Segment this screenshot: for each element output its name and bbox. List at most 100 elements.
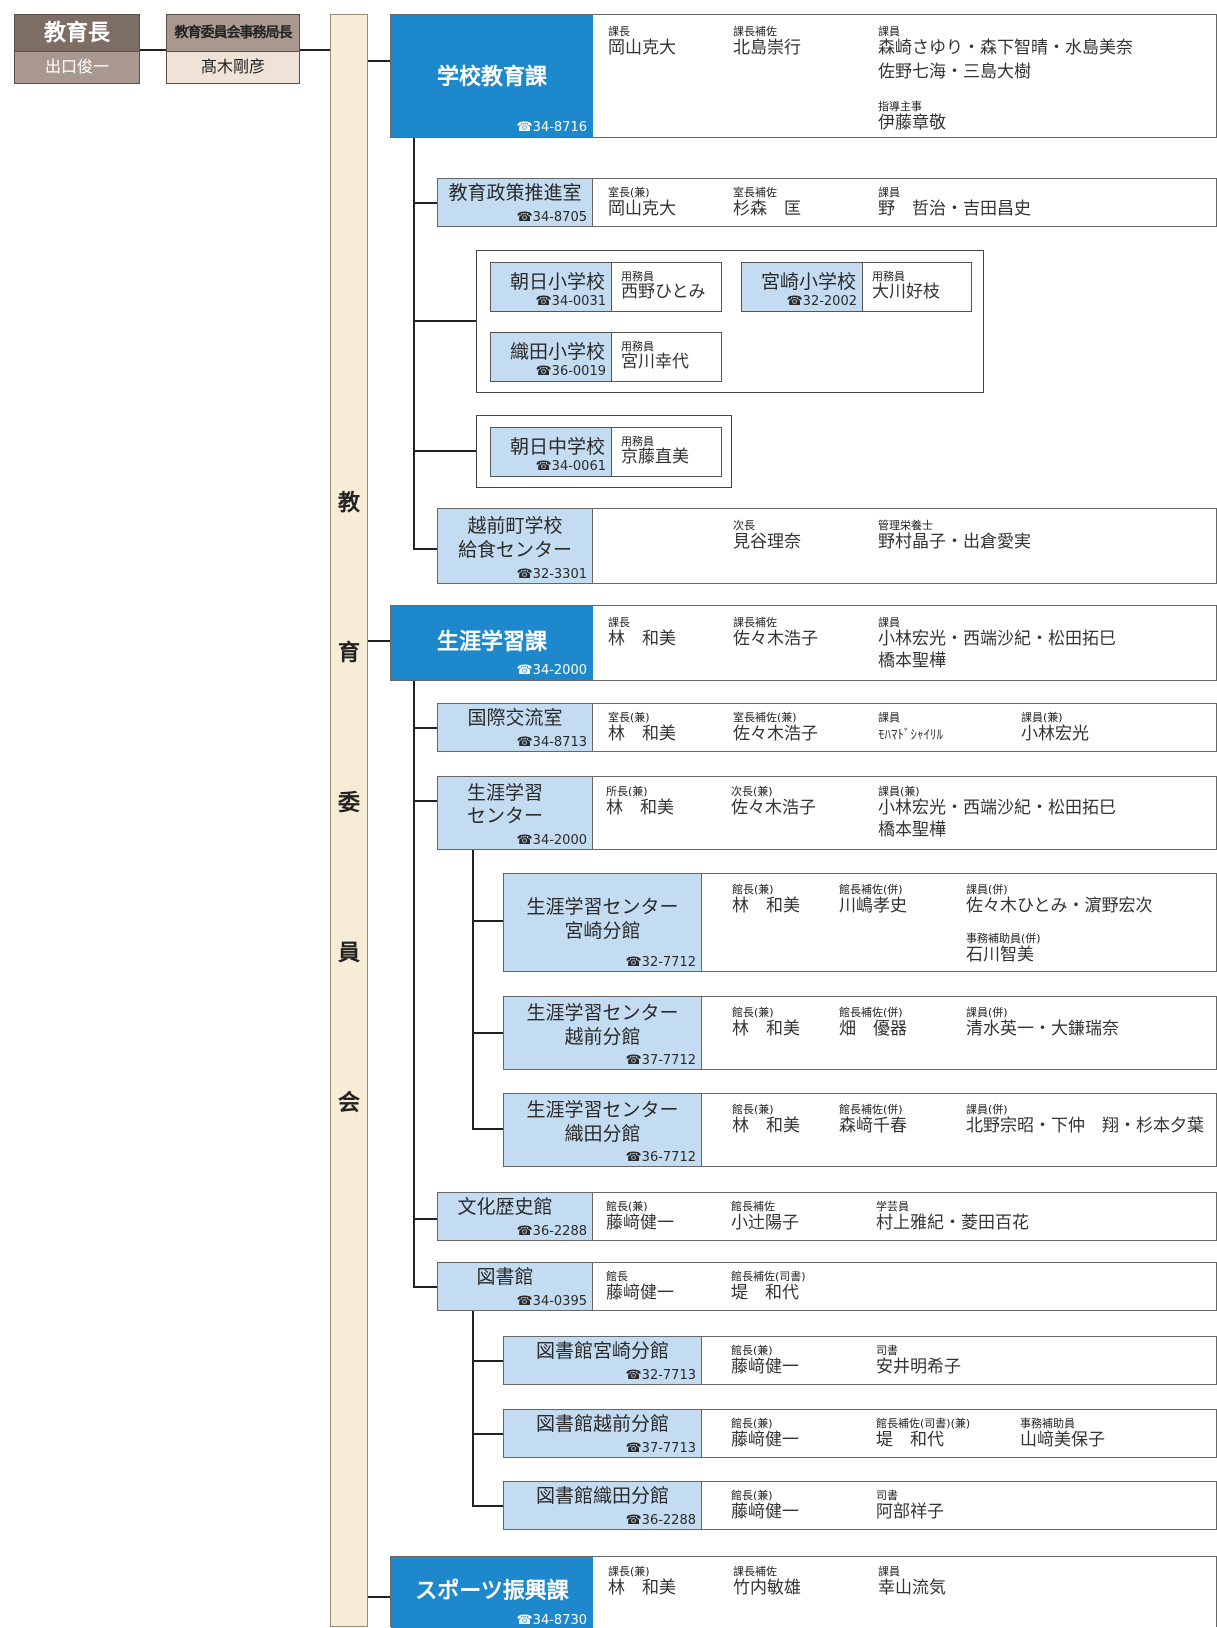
role-label: 課長補佐: [733, 616, 777, 629]
person-name: 小林宏光: [1021, 724, 1089, 744]
board-char: 教: [337, 490, 360, 516]
library-branch-name: 図書館織田分館: [535, 1485, 669, 1507]
branch-name-line2: 越前分館: [564, 1026, 641, 1048]
role-label: 事務補助員(併): [966, 932, 1041, 945]
school-box: 朝日中学校☎34-0061 用務員 京藤直美: [490, 427, 722, 477]
dept-phone: ☎34-2000: [516, 663, 587, 678]
center-name-line2: 給食センター: [457, 539, 572, 561]
superintendent-name: 出口俊一: [14, 52, 140, 84]
person-name: 林 和美: [608, 629, 676, 649]
board-char: 委: [337, 790, 360, 816]
library-branch-phone: ☎36-2288: [625, 1513, 696, 1528]
school-phone: ☎34-0061: [535, 459, 606, 474]
museum-phone: ☎36-2288: [516, 1224, 587, 1239]
policy-office-label: 教育政策推進室 ☎34-8705: [438, 179, 593, 226]
person-name: 小林宏光・西端沙紀・松田拓巳: [878, 629, 1116, 649]
role-label: 課員: [878, 25, 900, 38]
school-phone: ☎34-0031: [535, 294, 606, 309]
library-phone: ☎34-0395: [516, 1294, 587, 1309]
person-name: 畑 優器: [839, 1019, 907, 1039]
person-name: 川嶋孝史: [839, 896, 907, 916]
role-label: 司書: [876, 1489, 898, 1502]
role-label: 館長補佐(併): [839, 883, 903, 896]
board-char: 育: [337, 640, 360, 666]
person-name: 村上雅紀・菱田百花: [876, 1213, 1029, 1233]
person-name: 森崎さゆり・森下智晴・水島美奈: [878, 38, 1133, 58]
dept-phone: ☎34-8716: [516, 120, 587, 135]
person-name: 石川智美: [966, 945, 1034, 965]
lunch-center-label: 越前町学校 給食センター ☎32-3301: [438, 509, 593, 583]
library-label: 図書館 ☎34-0395: [438, 1263, 593, 1310]
role-label: 館長(兼): [732, 1103, 774, 1116]
role-label: 課員(兼): [1021, 711, 1063, 724]
role-label: 館長(兼): [731, 1417, 773, 1430]
role-label: 課員: [878, 1565, 900, 1578]
role-label: 館長: [606, 1270, 628, 1283]
center-phone: ☎32-3301: [516, 567, 587, 582]
library-branch-phone: ☎32-7713: [625, 1368, 696, 1383]
person-name: 杉森 匡: [733, 199, 801, 219]
school-name: 朝日小学校: [509, 271, 605, 293]
dept-name: 生涯学習課: [436, 629, 547, 655]
role-label: 室長補佐: [733, 186, 777, 199]
school-phone: ☎32-2002: [786, 294, 857, 309]
person-name: 林 和美: [732, 1019, 800, 1039]
role-label: 課長: [608, 616, 630, 629]
international-office-row: 国際交流室 ☎34-8713 室長(兼) 林 和美 室長補佐(兼) 佐々木浩子 …: [437, 703, 1217, 752]
office-name: 教育政策推進室: [448, 182, 582, 204]
role-label: 館長(兼): [731, 1344, 773, 1357]
role-label: 館長補佐(司書): [731, 1270, 806, 1283]
museum-row: 文化歴史館 ☎36-2288 館長(兼) 藤﨑健一 館長補佐 小辻陽子 学芸員 …: [437, 1192, 1217, 1241]
secretary-general-title: 教育委員会事務局長: [166, 14, 300, 52]
person-name: 藤﨑健一: [606, 1283, 674, 1303]
person-name: 山﨑美保子: [1020, 1430, 1105, 1450]
role-label: 課員(兼): [878, 785, 920, 798]
museum-name: 文化歴史館: [457, 1196, 553, 1218]
person-name: 佐々木ひとみ・濵野宏次: [966, 896, 1153, 916]
person-name: 堤 和代: [876, 1430, 944, 1450]
lifelong-learning-dept-label: 生涯学習課 ☎34-2000: [391, 606, 593, 680]
person-name: 藤﨑健一: [731, 1502, 799, 1522]
library-branch-label: 図書館織田分館 ☎36-2288: [504, 1482, 702, 1529]
branch-phone: ☎37-7712: [625, 1053, 696, 1068]
person-name: ﾓﾊﾏﾄﾞｼｬｲﾘﾙ: [878, 728, 943, 743]
branch-label: 生涯学習センター 織田分館 ☎36-7712: [504, 1094, 702, 1166]
elementary-schools-group: 朝日小学校☎34-0031 用務員 西野ひとみ 宮崎小学校☎32-2002 用務…: [476, 250, 984, 393]
person-name: 小林宏光・西端沙紀・松田拓巳: [878, 798, 1116, 818]
person-name: 竹内敏雄: [733, 1578, 801, 1598]
role-label: 次長: [733, 519, 755, 532]
office-phone: ☎34-8713: [516, 735, 587, 750]
lunch-center-row: 越前町学校 給食センター ☎32-3301 次長 見谷理奈 管理栄養士 野村晶子…: [437, 508, 1217, 584]
library-branch-name: 図書館宮崎分館: [535, 1340, 669, 1362]
branch-phone: ☎32-7712: [625, 955, 696, 970]
person-name: 岡山克大: [608, 199, 676, 219]
board-char: 員: [337, 940, 360, 966]
person-name: 伊藤章敬: [878, 113, 946, 133]
branch-row-echizen: 生涯学習センター 越前分館 ☎37-7712 館長(兼) 林 和美 館長補佐(併…: [503, 996, 1217, 1070]
board-of-education-band: 教 育 委 員 会: [330, 14, 368, 1627]
role-label: 館長(兼): [606, 1200, 648, 1213]
role-label: 館長(兼): [732, 883, 774, 896]
person-name: 清水英一・大鎌瑞奈: [966, 1019, 1119, 1039]
lifelong-learning-dept-row: 生涯学習課 ☎34-2000 課長 林 和美 課長補佐 佐々木浩子 課員 小林宏…: [390, 605, 1217, 681]
office-phone: ☎34-8705: [516, 210, 587, 225]
role-label: 課員(併): [966, 1103, 1008, 1116]
person-name: 佐々木浩子: [733, 629, 818, 649]
person-name: 橋本聖樺: [878, 820, 946, 840]
role-label: 館長(兼): [732, 1006, 774, 1019]
role-label: 事務補助員: [1020, 1417, 1075, 1430]
person-name: 林 和美: [732, 896, 800, 916]
school-education-dept-row: 学校教育課 ☎34-8716 課長 岡山克大 課長補佐 北島崇行 課員 森崎さゆ…: [390, 14, 1217, 138]
library-branch-echizen: 図書館越前分館 ☎37-7713 館長(兼) 藤﨑健一 館長補佐(司書)(兼) …: [503, 1409, 1217, 1458]
role-label: 用務員: [621, 340, 654, 353]
person-name: 野村晶子・出倉愛実: [878, 532, 1031, 552]
person-name: 安井明希子: [876, 1357, 961, 1377]
person-name: 宮川幸代: [621, 352, 689, 372]
role-label: 室長補佐(兼): [733, 711, 797, 724]
role-label: 所長(兼): [606, 785, 648, 798]
role-label: 課長補佐: [733, 1565, 777, 1578]
center-phone: ☎34-2000: [516, 833, 587, 848]
person-name: 大川好枝: [872, 282, 940, 302]
library-name: 図書館: [476, 1266, 534, 1288]
library-branch-label: 図書館宮崎分館 ☎32-7713: [504, 1337, 702, 1384]
